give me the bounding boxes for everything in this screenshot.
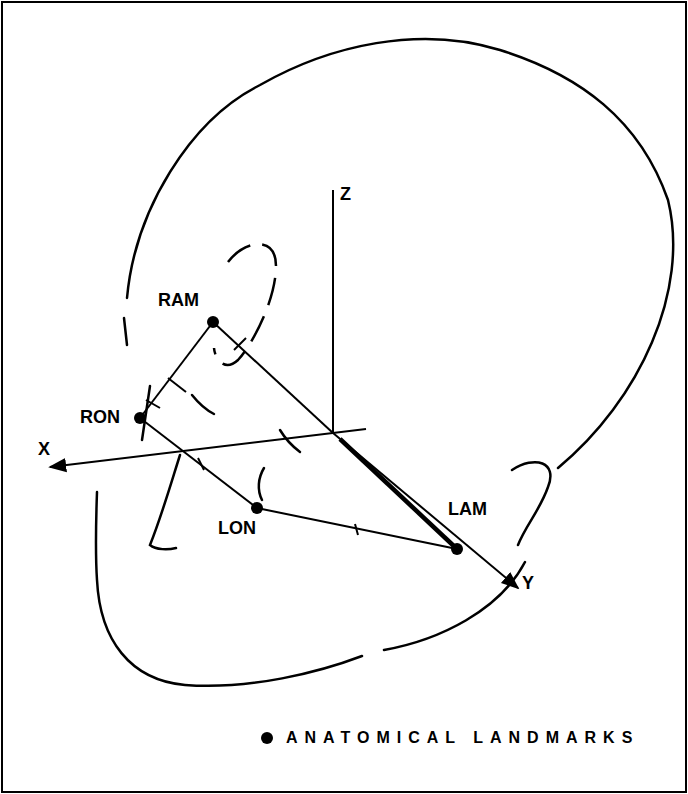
landmark-dots: [134, 316, 463, 555]
landmark-lines: [140, 322, 457, 549]
head-outline: [96, 39, 673, 686]
landmark-label: RAM: [158, 291, 199, 309]
landmark-label: RON: [80, 408, 120, 426]
legend-dot-symbol: [258, 729, 276, 747]
tick-marks: [146, 338, 358, 535]
axis-label: Y: [522, 574, 534, 592]
landmark-label: LAM: [448, 500, 487, 518]
axis-label: Z: [340, 185, 351, 203]
legend-entry: ANATOMICAL LANDMARKS: [258, 729, 639, 747]
x-axis: [50, 429, 366, 467]
legend-text: ANATOMICAL LANDMARKS: [286, 729, 639, 747]
axis-label: X: [38, 440, 50, 458]
y-axis: [333, 433, 518, 588]
z-axis: [332, 190, 334, 433]
y-axis-thick-segment: [340, 439, 457, 549]
ear-outline-dashed: [214, 244, 276, 365]
landmark-label: LON: [218, 519, 256, 537]
